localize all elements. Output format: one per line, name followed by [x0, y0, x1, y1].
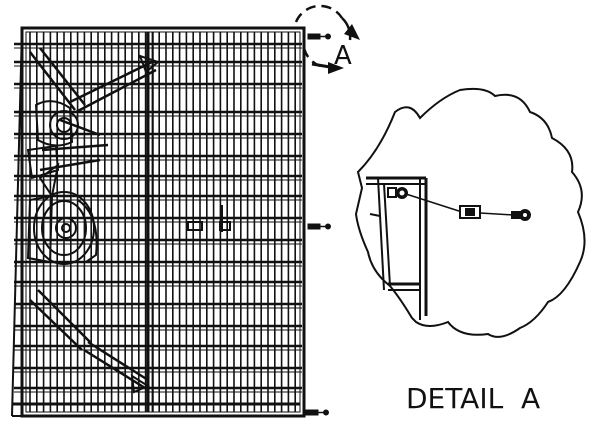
panel-fasteners: [305, 33, 331, 416]
mid-bracket: [187, 205, 231, 232]
rotor-assembly-lower: [26, 191, 98, 265]
background-structure: [29, 47, 161, 394]
fastener-bottom: [305, 409, 329, 416]
horizontal-bars: [14, 42, 302, 393]
detail-bolt: [387, 187, 408, 199]
detail-clip-plate: [459, 205, 481, 219]
fastener-middle: [307, 223, 331, 230]
detail-tie-line: [405, 193, 463, 213]
fastener-top: [307, 33, 331, 40]
detail-nut: [479, 209, 531, 221]
detail-frame-member: [366, 176, 428, 320]
detail-view: [354, 87, 586, 338]
detail-title: DETAIL A: [406, 382, 540, 415]
detail-break-boundary: [354, 87, 586, 338]
detail-callout-circle: [294, 4, 360, 74]
callout-letter: A: [334, 41, 352, 71]
rotor-assembly-upper: [26, 100, 79, 199]
grating-panel: [11, 26, 306, 418]
